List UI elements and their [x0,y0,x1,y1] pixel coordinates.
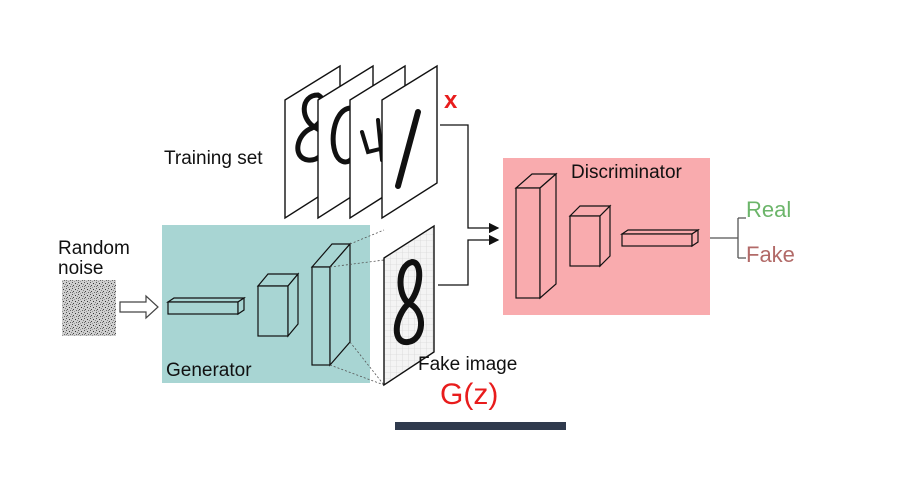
discriminator-layer-2 [568,204,612,268]
generator-layer-3 [310,242,352,367]
x-label: x [444,87,458,114]
noise-texture-icon [62,280,116,336]
fake-input-connector [438,234,500,286]
training-set-label: Training set [164,148,263,169]
random-noise-label-line1: Random [58,238,130,259]
generator-label: Generator [166,360,252,381]
generator-layer-1 [166,296,246,316]
fake-label: Fake [746,242,795,267]
fake-image-sheet [383,224,435,387]
generator-layer-2 [256,272,300,338]
gz-label: G(z) [440,378,498,411]
output-bracket [710,217,746,259]
training-sheet-4 [381,64,438,220]
discriminator-layer-3 [620,228,700,248]
hollow-arrow-icon [119,294,159,320]
projection-lines [329,229,385,386]
discriminator-label: Discriminator [571,162,683,183]
underline-bar [395,422,566,430]
real-label: Real [746,197,791,222]
training-set-sheets [284,64,438,220]
discriminator-layer-1 [514,172,558,300]
real-input-connector [440,124,500,234]
random-noise-label-line2: noise [58,258,103,279]
fake-image-label: Fake image [418,354,517,375]
